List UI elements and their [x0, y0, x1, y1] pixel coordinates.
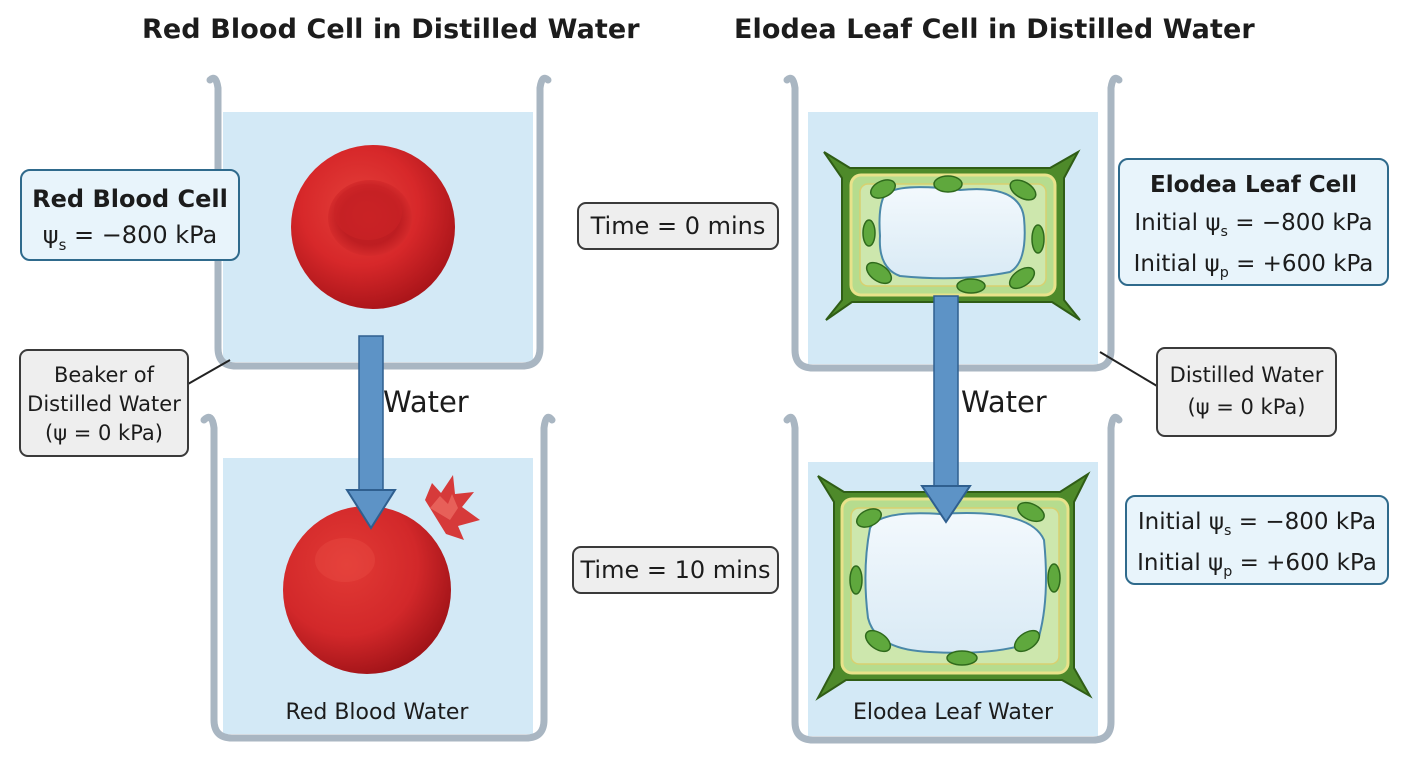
distilled-line1: Distilled Water [1169, 363, 1324, 387]
water-label-left: Water [383, 385, 469, 419]
red-blood-cell-normal [291, 145, 455, 309]
distilled-line2: (ψ = 0 kPa) [1187, 395, 1306, 419]
caption-red-blood-water: Red Blood Water [285, 700, 469, 725]
label-beaker-distilled-water: Beaker of Distilled Water (ψ = 0 kPa) [19, 349, 189, 457]
elodea-psi-s: Initial ψs = −800 kPa [1134, 210, 1373, 241]
elodea-after-psi-p: Initial ψp = +600 kPa [1137, 550, 1377, 581]
label-time-10: Time = 10 mins [572, 546, 779, 594]
beaker-line2: Distilled Water [27, 392, 181, 416]
beaker-glass [783, 413, 1123, 744]
water-label-right: Water [961, 385, 1047, 419]
label-elodea-leaf-cell: Elodea Leaf Cell Initial ψs = −800 kPa I… [1118, 158, 1389, 286]
elodea-after-psi-s: Initial ψs = −800 kPa [1137, 509, 1377, 540]
label-red-blood-cell: Red Blood Cell ψs = −800 kPa [20, 169, 240, 261]
caption-elodea-leaf-water: Elodea Leaf Water [852, 700, 1054, 725]
beaker-glass [200, 413, 556, 742]
time-0-text: Time = 0 mins [590, 212, 766, 240]
red-blood-cell-burst [283, 475, 480, 674]
leader-line-beaker [187, 359, 231, 385]
beaker-line1: Beaker of [53, 363, 155, 387]
water-arrow-left [345, 335, 397, 530]
rbc-psi: ψs = −800 kPa [42, 221, 218, 254]
water-arrow-right [920, 295, 972, 524]
rbc-name: Red Blood Cell [32, 185, 228, 213]
beaker-line3: (ψ = 0 kPa) [45, 421, 163, 445]
label-time-0: Time = 0 mins [577, 202, 779, 250]
title-right: Elodea Leaf Cell in Distilled Water [734, 14, 1255, 45]
leader-line-distilled [1099, 351, 1158, 387]
elodea-cell-top [823, 149, 1081, 321]
title-left: Red Blood Cell in Distilled Water [142, 14, 640, 45]
time-10-text: Time = 10 mins [580, 556, 771, 584]
elodea-psi-p: Initial ψp = +600 kPa [1133, 251, 1374, 282]
label-distilled-water: Distilled Water (ψ = 0 kPa) [1156, 347, 1337, 437]
label-elodea-after: Initial ψs = −800 kPa Initial ψp = +600 … [1125, 495, 1389, 585]
elodea-name: Elodea Leaf Cell [1149, 172, 1358, 198]
